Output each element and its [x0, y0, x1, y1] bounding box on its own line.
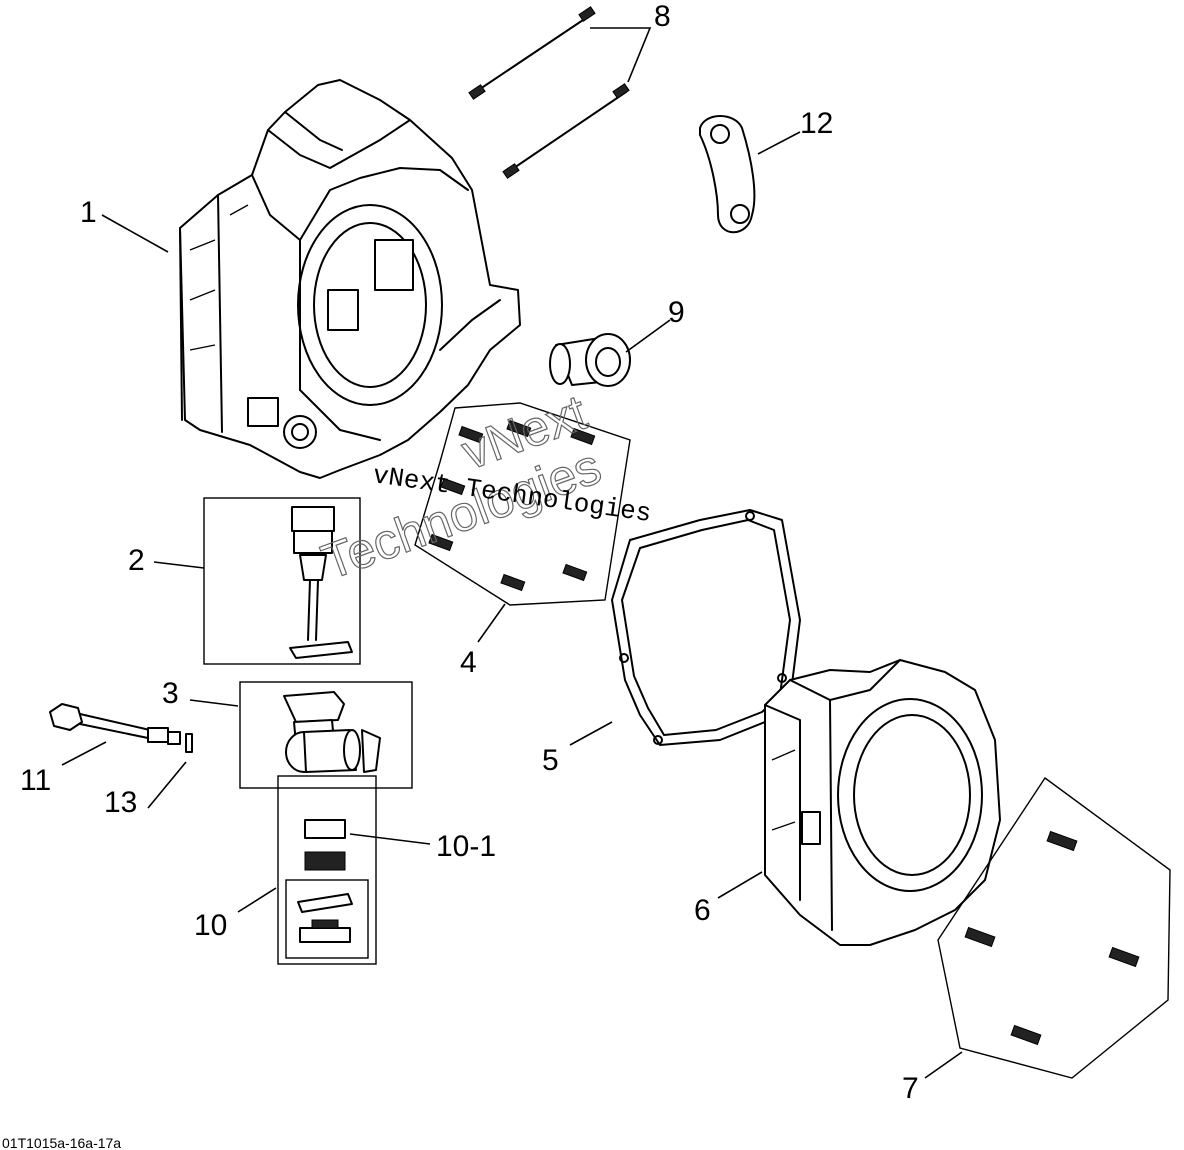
- leader-lines: [61, 27, 963, 1079]
- part-3-valve: [239, 681, 413, 789]
- callout-6: 6: [694, 894, 711, 927]
- callout-13: 13: [104, 786, 137, 819]
- part-8-studs: [468, 6, 630, 179]
- part-7-bolt-set: [937, 776, 1171, 1079]
- callout-10-1: 10-1: [436, 830, 496, 863]
- part-2-dipstick: [203, 497, 361, 665]
- part-10-filter-kit: [277, 775, 377, 965]
- callout-10: 10: [194, 909, 227, 942]
- part-1-housing: [179, 79, 521, 479]
- part-4-bolt-set: [414, 402, 631, 606]
- figure-code: 01T1015a-16a-17a: [2, 1135, 121, 1150]
- callout-12: 12: [800, 107, 833, 140]
- part-11-bolt: [49, 703, 181, 745]
- callout-7: 7: [902, 1072, 919, 1105]
- part-6-cover: [764, 659, 1001, 946]
- part-13-washer: [185, 733, 193, 753]
- callout-2: 2: [128, 544, 145, 577]
- callouts: 1 2 3 4 5 6 7 8 9 10 10-1 11 12 13: [20, 0, 919, 1105]
- callout-3: 3: [162, 677, 179, 710]
- callout-9: 9: [668, 296, 685, 329]
- callout-1: 1: [80, 196, 97, 229]
- callout-4: 4: [460, 646, 477, 679]
- part-9-sleeve: [549, 333, 631, 387]
- part-12-bracket: [699, 115, 756, 234]
- callout-8: 8: [654, 0, 671, 33]
- callout-11: 11: [20, 764, 51, 797]
- callout-5: 5: [542, 744, 559, 777]
